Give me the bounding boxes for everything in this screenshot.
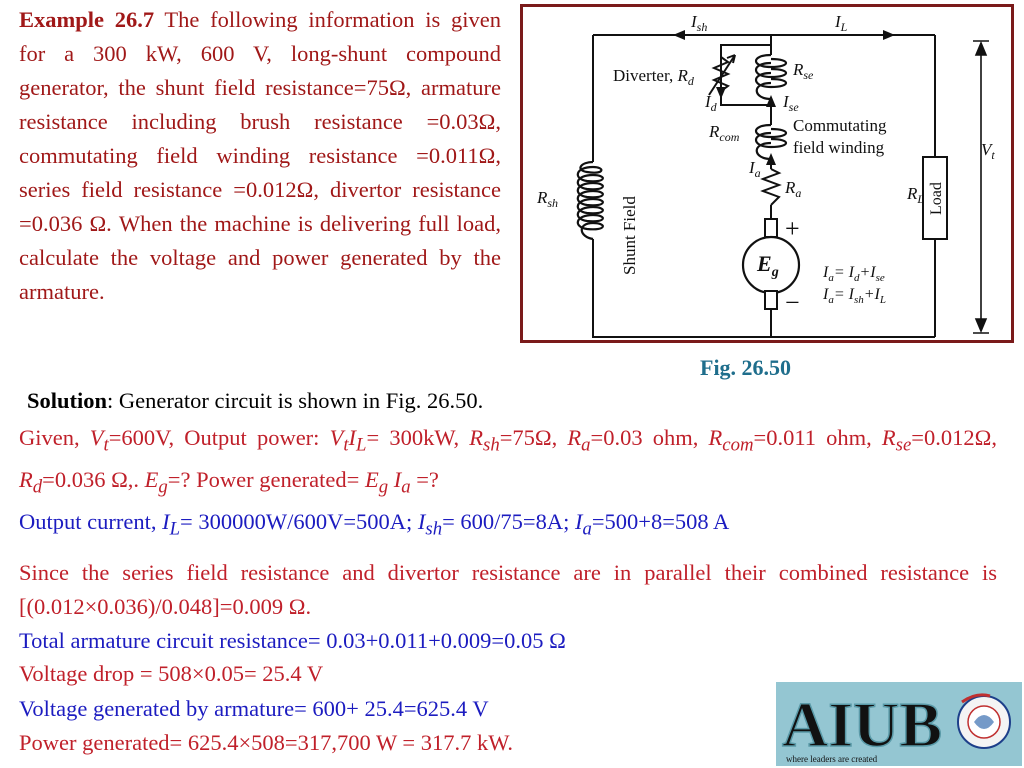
ise-label: Ise bbox=[782, 92, 799, 114]
plus-sign: + bbox=[785, 214, 800, 243]
aiub-tagline: where leaders are created bbox=[786, 754, 878, 764]
id-label: Id bbox=[704, 92, 718, 114]
solution-text: : Generator circuit is shown in Fig. 26.… bbox=[107, 388, 484, 413]
current-equation-2: Ia= Ish+IL bbox=[822, 286, 886, 306]
id-arrow bbox=[716, 87, 726, 99]
diverter-resistor bbox=[708, 54, 736, 96]
top-brush bbox=[764, 218, 778, 238]
commutating-label-line2: field winding bbox=[793, 138, 885, 157]
ish-arrow bbox=[673, 30, 685, 40]
example-statement: Example 26.7 The following information i… bbox=[19, 3, 501, 309]
figure-caption: Fig. 26.50 bbox=[700, 355, 792, 380]
load-label: Load bbox=[928, 182, 945, 215]
current-equation-1: Ia= Id+Ise bbox=[822, 264, 885, 284]
ia-arrow bbox=[766, 153, 776, 165]
voltage-generated-line: Voltage generated by armature= 600+ 25.4… bbox=[19, 696, 489, 721]
diverter-label: Diverter, Rd bbox=[613, 66, 695, 88]
vt-label: Vt bbox=[981, 140, 995, 162]
example-body: The following information is given for a… bbox=[19, 7, 501, 304]
solution-label: Solution bbox=[27, 388, 108, 413]
armature-resistor bbox=[760, 168, 782, 206]
ia-label: Ia bbox=[748, 158, 761, 180]
rse-label: Rse bbox=[792, 60, 814, 82]
given-paragraph: Given, Vt=600V, Output power: VtIL= 300k… bbox=[19, 425, 997, 497]
il-label: IL bbox=[834, 12, 848, 34]
circuit-diagram: Ish IL Diverter, Rd Rse Id Ise Rcom Comm… bbox=[520, 4, 1014, 343]
voltage-drop-line: Voltage drop = 508×0.05= 25.4 V bbox=[19, 661, 324, 686]
output-current-line: Output current, IL= 300000W/600V=500A; I… bbox=[19, 509, 730, 540]
series-field-coil bbox=[754, 53, 788, 101]
total-resistance-line: Total armature circuit resistance= 0.03+… bbox=[19, 628, 566, 653]
circuit-svg: Ish IL Diverter, Rd Rse Id Ise Rcom Comm… bbox=[536, 12, 995, 338]
ish-label: Ish bbox=[690, 12, 707, 34]
aiub-logo: AIUB where leaders are created bbox=[776, 682, 1022, 766]
commutating-field-coil bbox=[754, 123, 788, 161]
rl-label: RL bbox=[906, 184, 924, 206]
vt-dimension-arrow bbox=[973, 40, 989, 334]
ise-arrow bbox=[766, 95, 776, 107]
combined-resistance-paragraph: Since the series field resistance and di… bbox=[19, 560, 997, 619]
shunt-field-label: Shunt Field bbox=[620, 196, 639, 275]
shunt-field-coil bbox=[576, 160, 604, 241]
rsh-label: Rsh bbox=[536, 188, 558, 210]
ra-label: Ra bbox=[784, 178, 801, 200]
example-heading: Example 26.7 bbox=[19, 7, 155, 32]
bottom-brush bbox=[764, 290, 778, 310]
load-box bbox=[922, 156, 948, 240]
power-generated-line: Power generated= 625.4×508=317,700 W = 3… bbox=[19, 730, 514, 755]
rcom-label: Rcom bbox=[708, 122, 740, 144]
commutating-label-line1: Commutating bbox=[793, 116, 887, 135]
solution-line: Solution: Generator circuit is shown in … bbox=[27, 384, 483, 418]
aiub-logo-text: AIUB bbox=[782, 689, 942, 760]
il-arrow bbox=[883, 30, 895, 40]
eg-label: Eg bbox=[756, 251, 779, 280]
minus-sign: − bbox=[785, 288, 800, 317]
